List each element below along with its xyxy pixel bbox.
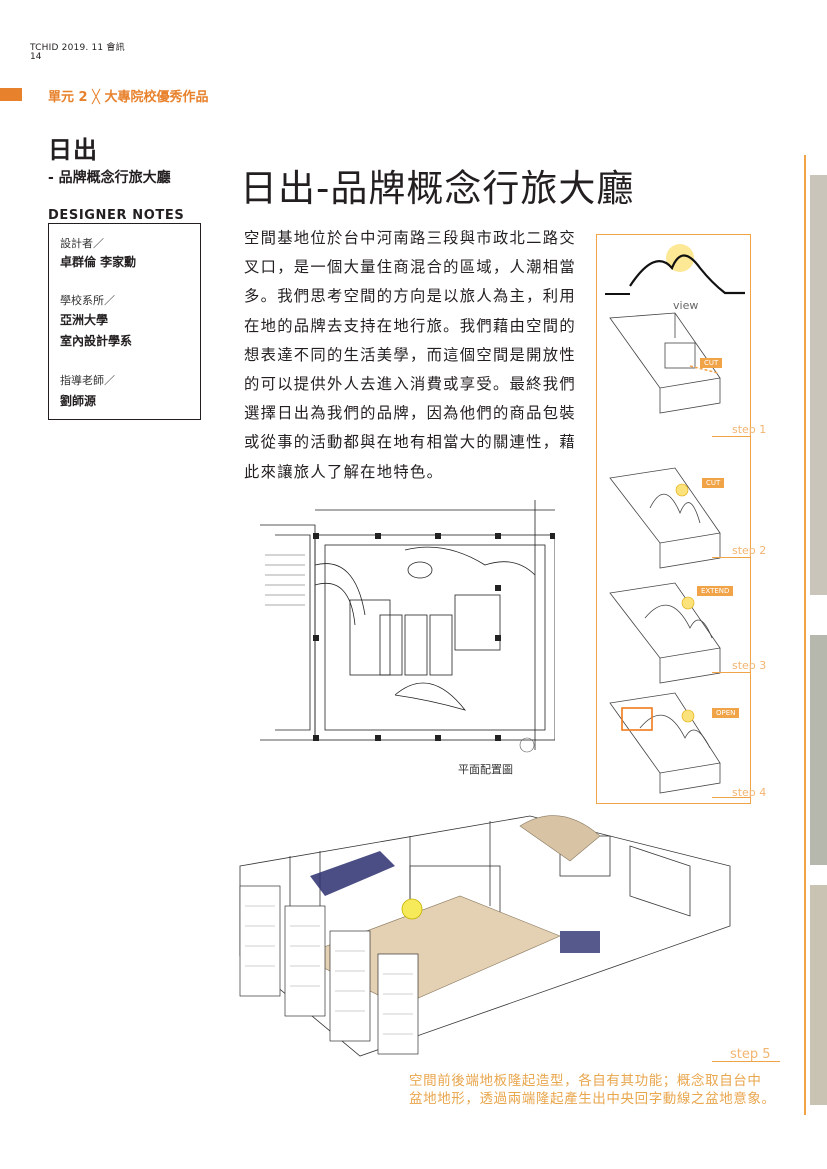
page-edge-strip: [804, 155, 827, 1115]
step-tag: CUT: [700, 358, 723, 368]
designer-notes-heading: DESIGNER NOTES: [48, 208, 185, 223]
department-name: 室內設計學系: [60, 334, 133, 348]
step-underline: [712, 557, 750, 558]
issue-label: TCHID 2019. 11 會訊: [30, 43, 125, 53]
step-label: step 3: [732, 659, 767, 672]
step-tag: CUT: [702, 478, 725, 488]
unit-label: 單元 2 ╳ 大專院校優秀作品: [48, 90, 209, 105]
step5-label: step 5: [730, 1047, 771, 1062]
article-line: 想表達不同的生活美學，而這個空間是開放性: [244, 345, 576, 364]
designer-label: 設計者／: [60, 237, 104, 250]
floor-plan-drawing: [260, 500, 555, 753]
caption-line: 空間前後端地板隆起造型，各自有其功能；概念取自台中: [409, 1073, 762, 1089]
caption: 空間前後端地板隆起造型，各自有其功能；概念取自台中 盆地地形，透過兩端隆起產生出…: [409, 1072, 776, 1108]
step5-underline: [712, 1061, 780, 1062]
concept-diagrams: [605, 244, 745, 794]
advisor-label: 指導老師／: [60, 374, 115, 387]
caption-line: 盆地地形，透過兩端隆起產生出中央回字動線之盆地意象。: [409, 1091, 776, 1107]
designer-names: 卓群倫 李家勳: [60, 255, 137, 269]
article-line: 選擇日出為我們的品牌，因為他們的商品包裝: [244, 404, 576, 423]
school-label: 學校系所／: [60, 294, 115, 307]
unit-marker: [0, 88, 22, 101]
step-tag: OPEN: [712, 708, 740, 718]
article-line: 叉口，是一個大量住商混合的區域，人潮相當: [244, 258, 576, 277]
article-title: 日出-品牌概念行旅大廳: [240, 167, 635, 210]
article-line: 空間基地位於台中河南路三段與市政北二路交: [244, 229, 576, 247]
article-line: 在地的品牌去支持在地行旅。我們藉由空間的: [244, 316, 576, 335]
project-title: 日出: [48, 136, 98, 164]
designer-notes-box: [48, 223, 201, 420]
floor-plan-label: 平面配置圖: [458, 763, 513, 776]
step-underline: [712, 797, 750, 798]
step-label: step 2: [732, 544, 767, 557]
article-line: 多。我們思考空間的方向是以旅人為主，利用: [244, 287, 576, 306]
article-line: 或從事的活動都與在地有相當大的關連性，藉: [244, 433, 576, 452]
step-label: step 4: [732, 786, 767, 799]
view-label: view: [673, 299, 699, 312]
article-body: 空間基地位於台中河南路三段與市政北二路交 叉口，是一個大量住商混合的區域，人潮相…: [244, 224, 582, 487]
page-number: 14: [30, 52, 42, 62]
article-line: 此來讓旅人了解在地特色。: [244, 462, 444, 481]
article-line: 的可以提供外人去進入消費或享受。最終我們: [244, 375, 576, 394]
step-tag: EXTEND: [697, 586, 734, 596]
school-name: 亞洲大學: [60, 313, 109, 327]
advisor-name: 劉師源: [60, 394, 97, 408]
sun-sculpture-icon: [401, 898, 423, 920]
axonometric-drawing: [239, 815, 731, 1057]
step-underline: [712, 672, 750, 673]
step-underline: [712, 436, 750, 437]
step-label: step 1: [732, 423, 767, 436]
concept-steps-panel: [596, 234, 751, 804]
project-subtitle: - 品牌概念行旅大廳: [48, 170, 171, 186]
